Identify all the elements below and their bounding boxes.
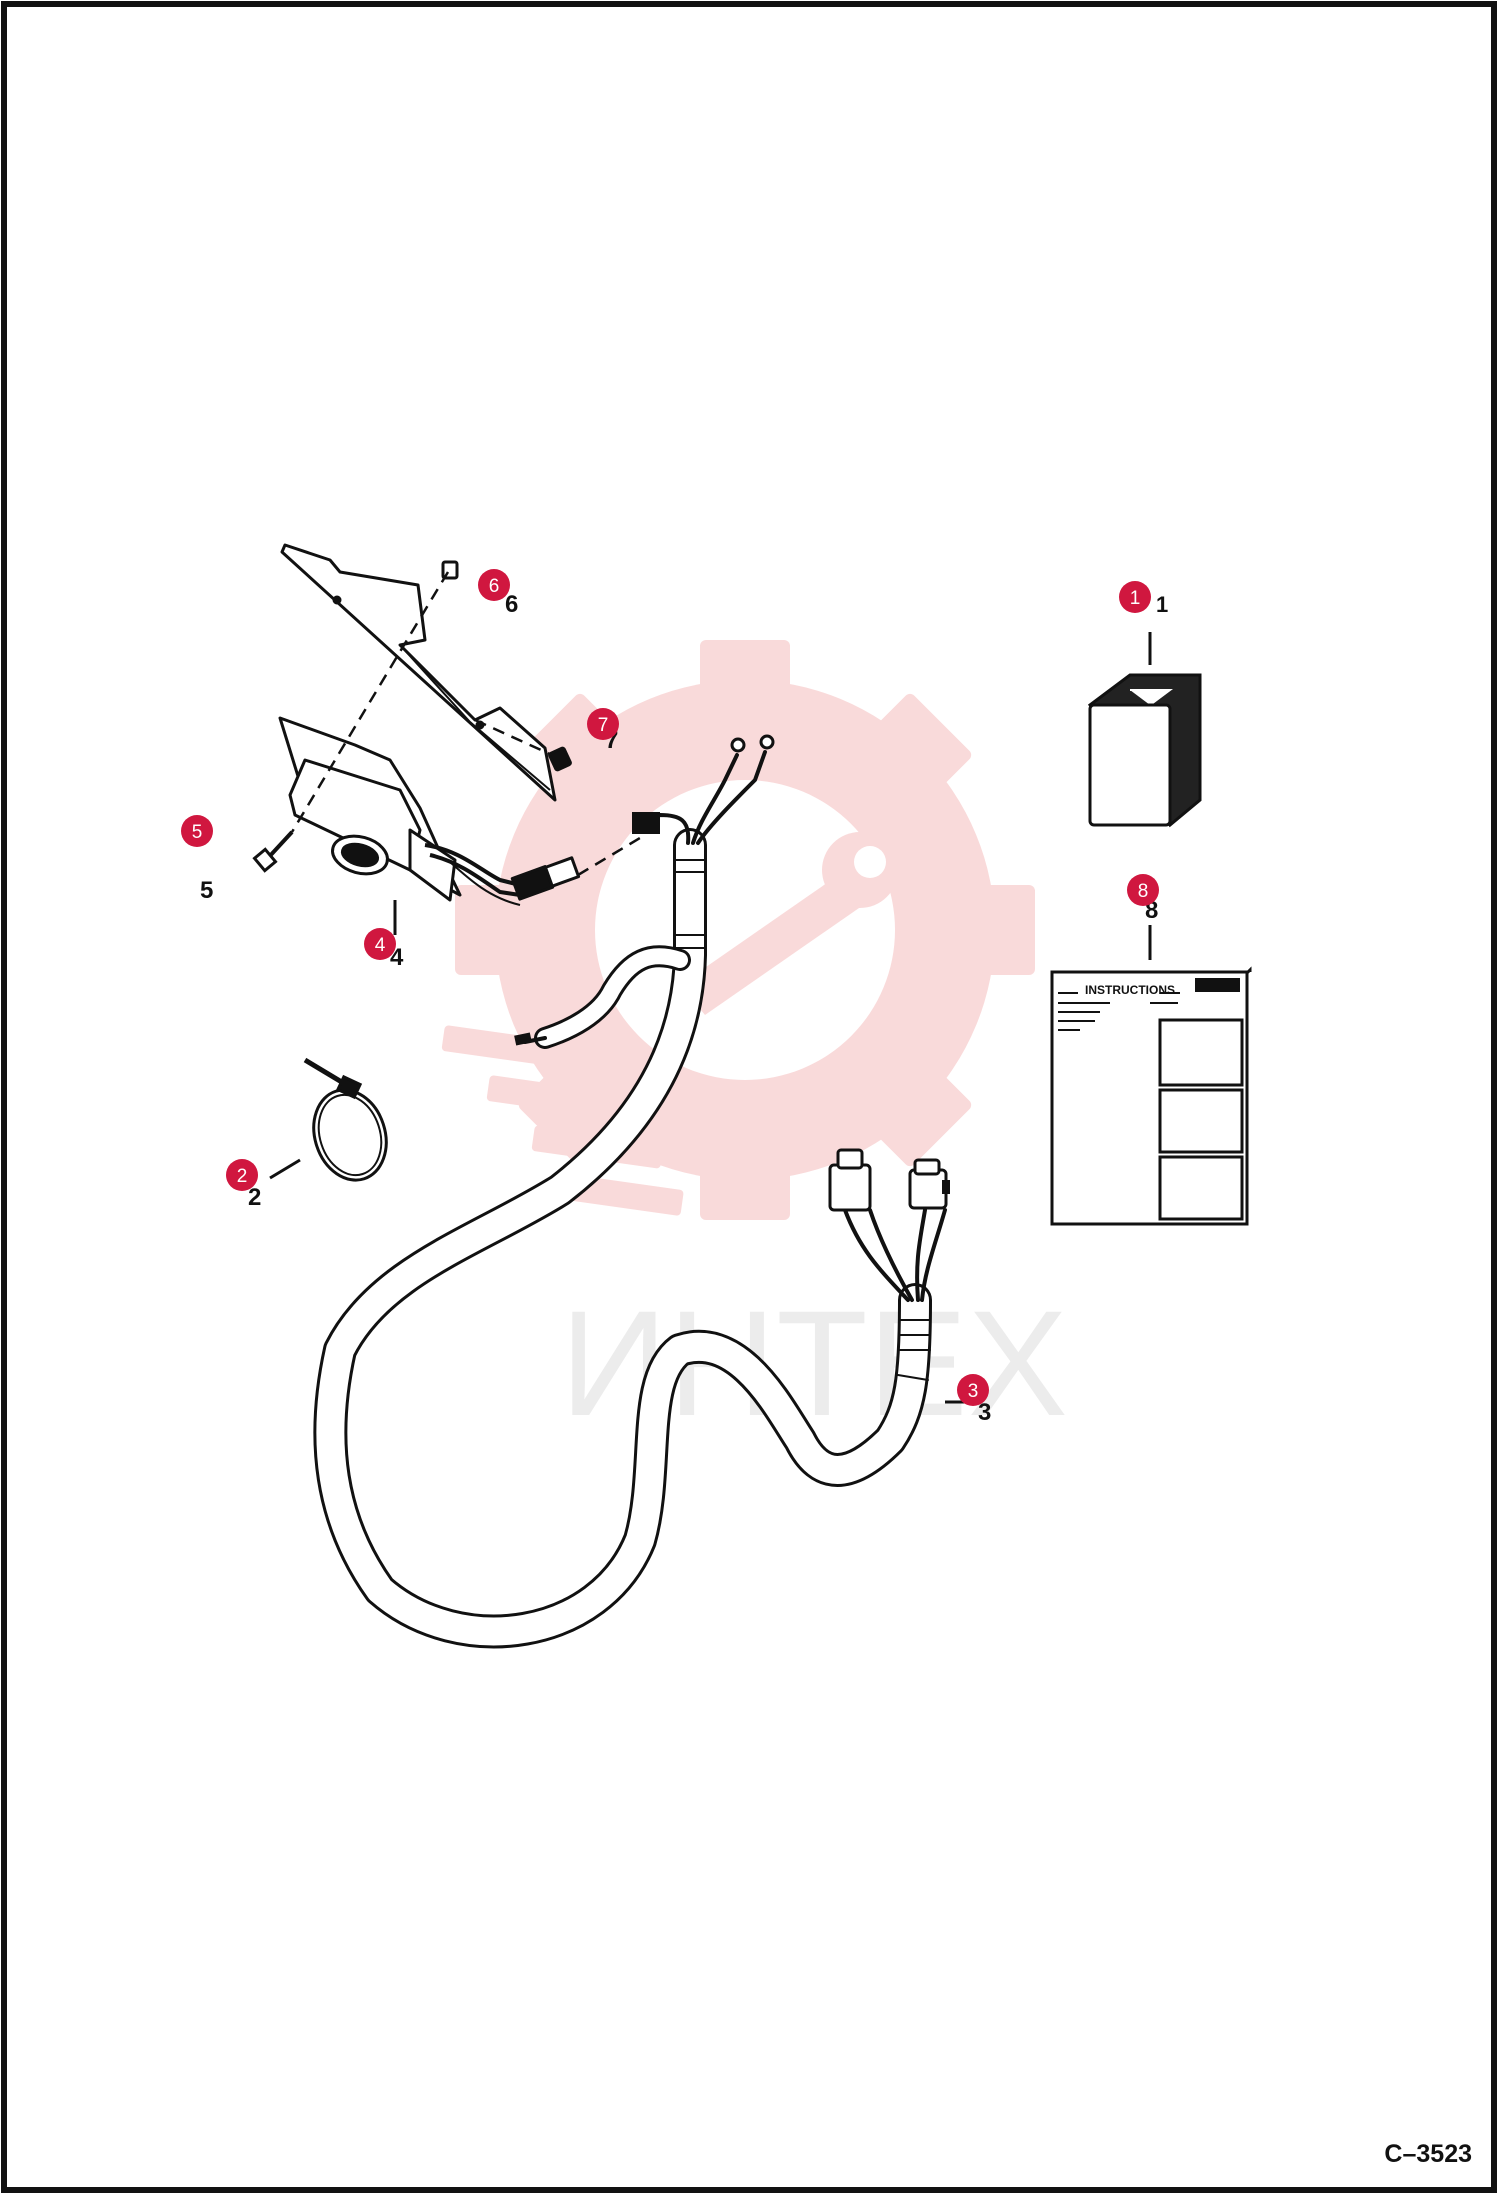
assembly-lines [290, 571, 641, 877]
svg-text:6: 6 [505, 591, 518, 618]
watermark-gear-icon [495, 680, 995, 1180]
part-cable-tie [303, 1057, 388, 1182]
part-instruction-sheet: INSTRUCTIONS [1050, 966, 1252, 1226]
part-alarm-unit [278, 716, 581, 906]
svg-text:8: 8 [1138, 881, 1149, 902]
part-wiring-harness [313, 734, 950, 1649]
svg-text:7: 7 [598, 715, 609, 736]
instruction-sheet-title: INSTRUCTIONS [1085, 983, 1175, 997]
callout-6[interactable]: 6 [478, 569, 510, 601]
callout-2[interactable]: 2 [226, 1159, 258, 1191]
callout-7[interactable]: 7 [587, 708, 619, 740]
svg-text:1: 1 [1130, 588, 1141, 609]
part-mounting-bracket [280, 543, 557, 802]
svg-text:3: 3 [968, 1381, 979, 1402]
svg-text:2: 2 [237, 1166, 248, 1187]
svg-text:4: 4 [375, 935, 386, 956]
watermark-text: ИНТЕХ [560, 1279, 1068, 1447]
callout-4[interactable]: 4 [364, 928, 396, 960]
part-box [1087, 673, 1202, 828]
callout-5[interactable]: 5 [181, 815, 213, 847]
leader-lines [269, 632, 1152, 1404]
drawing-reference-code: C–3523 [1384, 2140, 1472, 2168]
watermark-logo: ИНТЕХ [441, 640, 1068, 1447]
callout-3[interactable]: 3 [957, 1374, 989, 1406]
svg-text:3: 3 [978, 1399, 991, 1426]
callout-8[interactable]: 8 [1127, 874, 1159, 906]
callout-1[interactable]: 1 [1119, 581, 1151, 613]
part-screw [252, 830, 294, 873]
svg-text:5: 5 [200, 877, 213, 904]
watermark-wrench-icon [680, 860, 885, 1015]
svg-text:2: 2 [248, 1184, 261, 1211]
svg-text:1: 1 [1156, 592, 1168, 617]
svg-text:6: 6 [489, 576, 500, 597]
svg-text:5: 5 [192, 822, 203, 843]
part-nut-right [548, 746, 572, 772]
original-ref-digits: 1 2 3 4 5 6 7 8 [200, 591, 1168, 1426]
